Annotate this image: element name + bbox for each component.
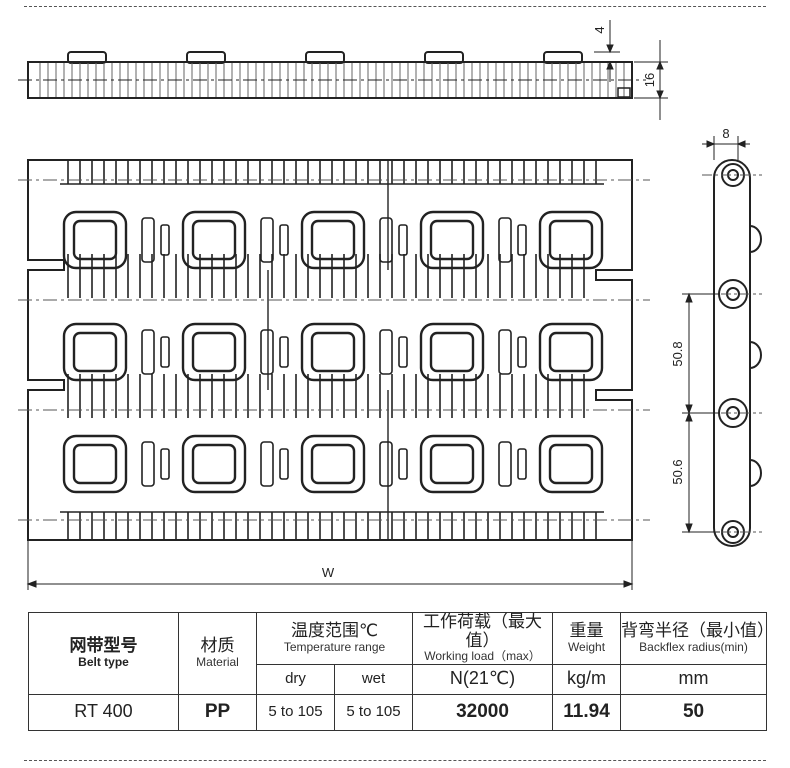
value-dry: 5 to 105: [256, 693, 335, 731]
value-model: RT 400: [28, 693, 179, 731]
header-material-en: Material: [196, 655, 239, 670]
spec-unit-row: dry wet N(21℃) kg/m mm: [29, 663, 768, 695]
dim-label-8: 8: [722, 126, 729, 141]
dim-label-4: 4: [592, 26, 607, 33]
dim-label-16: 16: [642, 73, 657, 87]
header-belt-type-cn: 网带型号: [69, 636, 138, 656]
dim-label-50-6: 50.6: [670, 459, 685, 484]
dim-label-width: W: [322, 565, 335, 580]
header-temperature-en: Temperature range: [283, 640, 386, 655]
header-belt-type-en: Belt type: [78, 655, 129, 670]
spec-value-row: RT 400 PP 5 to 105 5 to 105 32000 11.94 …: [28, 693, 768, 731]
dim-label-50-8: 50.8: [670, 341, 685, 366]
spec-header-row: 网带型号 Belt type 材质 Material 温度范围℃ Tempera…: [28, 612, 775, 695]
header-load: 工作荷载（最大值） Working load（max）: [412, 612, 554, 665]
unit-dry: dry: [256, 663, 335, 695]
header-weight-en: Weight: [567, 640, 606, 655]
bottom-dashed-divider: [24, 760, 766, 761]
value-material: PP: [178, 693, 257, 731]
value-wet: 5 to 105: [333, 693, 414, 731]
unit-wet: wet: [333, 663, 414, 695]
header-load-en: Working load（max）: [424, 649, 541, 664]
unit-load: N(21℃): [412, 663, 554, 695]
unit-weight: kg/m: [552, 663, 622, 695]
value-radius: 50: [620, 693, 768, 731]
header-weight: 重量 Weight: [552, 612, 622, 665]
header-belt-type: 网带型号 Belt type: [28, 612, 179, 695]
header-material-cn: 材质: [200, 636, 235, 656]
header-temperature: 温度范围℃ Temperature range: [255, 612, 414, 665]
top-dashed-divider: [24, 6, 766, 7]
header-temperature-cn: 温度范围℃: [290, 621, 379, 641]
unit-radius: mm: [620, 663, 768, 695]
header-radius-cn: 背弯半径（最小值）: [621, 621, 775, 641]
header-radius-en: Backflex radius(min): [639, 640, 748, 655]
value-weight: 11.94: [552, 693, 622, 731]
header-material: 材质 Material: [178, 612, 257, 695]
spec-table: 网带型号 Belt type 材质 Material 温度范围℃ Tempera…: [28, 612, 775, 731]
value-load: 32000: [412, 693, 554, 731]
header-weight-cn: 重量: [569, 621, 604, 641]
header-radius: 背弯半径（最小值） Backflex radius(min): [620, 612, 775, 665]
side-elevation-view: [18, 20, 668, 120]
plan-view: [18, 159, 650, 590]
technical-drawing: 4 16 8 50.8 50.6 W: [18, 20, 762, 590]
side-chain-view: [682, 136, 762, 547]
header-load-cn: 工作荷载（最大值）: [423, 612, 543, 650]
